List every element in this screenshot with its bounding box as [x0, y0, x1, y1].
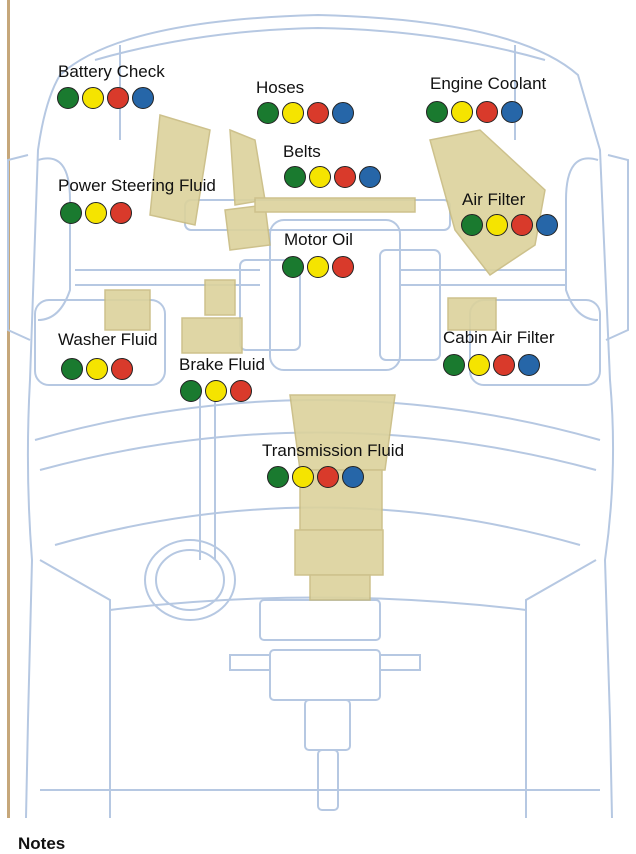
status-dot-green[interactable] — [61, 358, 83, 380]
label-transmission-fluid: Transmission Fluid — [262, 441, 405, 460]
status-dot-yellow[interactable] — [486, 214, 508, 236]
status-dot-red[interactable] — [476, 101, 498, 123]
status-dot-yellow[interactable] — [282, 102, 304, 124]
status-dot-green[interactable] — [60, 202, 82, 224]
status-dot-green[interactable] — [426, 101, 448, 123]
status-dot-green[interactable] — [57, 87, 79, 109]
left-border — [7, 0, 10, 818]
status-dot-red[interactable] — [111, 358, 133, 380]
status-dot-red[interactable] — [332, 256, 354, 278]
status-dots-engine-coolant — [426, 101, 523, 123]
status-dot-red[interactable] — [307, 102, 329, 124]
status-dots-belts — [284, 166, 381, 188]
status-dot-blue[interactable] — [536, 214, 558, 236]
status-dots-cabin-air-filter — [443, 354, 540, 376]
status-dot-green[interactable] — [443, 354, 465, 376]
status-dot-yellow[interactable] — [205, 380, 227, 402]
status-dot-yellow[interactable] — [82, 87, 104, 109]
status-dot-blue[interactable] — [342, 466, 364, 488]
status-dot-red[interactable] — [334, 166, 356, 188]
notes-heading: Notes — [18, 834, 66, 853]
status-dot-blue[interactable] — [132, 87, 154, 109]
status-dot-red[interactable] — [511, 214, 533, 236]
status-dot-red[interactable] — [317, 466, 339, 488]
status-dot-red[interactable] — [230, 380, 252, 402]
label-air-filter: Air Filter — [462, 190, 526, 209]
status-dots-brake-fluid — [180, 380, 252, 402]
status-dot-green[interactable] — [282, 256, 304, 278]
status-dot-yellow[interactable] — [307, 256, 329, 278]
status-dot-yellow[interactable] — [85, 202, 107, 224]
status-dot-green[interactable] — [267, 466, 289, 488]
status-dot-yellow[interactable] — [451, 101, 473, 123]
label-cabin-air-filter: Cabin Air Filter — [443, 328, 555, 347]
status-dot-blue[interactable] — [359, 166, 381, 188]
status-dots-motor-oil — [282, 256, 354, 278]
status-dots-transmission-fluid — [267, 466, 364, 488]
label-belts: Belts — [283, 142, 321, 161]
status-dot-blue[interactable] — [332, 102, 354, 124]
label-hoses: Hoses — [256, 78, 305, 97]
status-dot-green[interactable] — [180, 380, 202, 402]
status-dots-power-steering-fluid — [60, 202, 132, 224]
status-dot-yellow[interactable] — [468, 354, 490, 376]
status-dot-green[interactable] — [461, 214, 483, 236]
label-motor-oil: Motor Oil — [284, 230, 353, 249]
label-engine-coolant: Engine Coolant — [430, 74, 547, 93]
status-dot-yellow[interactable] — [86, 358, 108, 380]
status-dot-blue[interactable] — [518, 354, 540, 376]
label-washer-fluid: Washer Fluid — [58, 330, 158, 349]
status-dot-blue[interactable] — [501, 101, 523, 123]
status-dot-yellow[interactable] — [292, 466, 314, 488]
status-dot-red[interactable] — [493, 354, 515, 376]
status-dot-green[interactable] — [257, 102, 279, 124]
status-dot-red[interactable] — [107, 87, 129, 109]
label-battery-check: Battery Check — [58, 62, 165, 81]
status-dots-air-filter — [461, 214, 558, 236]
status-dot-green[interactable] — [284, 166, 306, 188]
label-power-steering-fluid: Power Steering Fluid — [58, 176, 216, 195]
status-dot-red[interactable] — [110, 202, 132, 224]
label-brake-fluid: Brake Fluid — [179, 355, 265, 374]
status-dots-washer-fluid — [61, 358, 133, 380]
status-dots-battery-check — [57, 87, 154, 109]
status-dot-yellow[interactable] — [309, 166, 331, 188]
status-dots-hoses — [257, 102, 354, 124]
